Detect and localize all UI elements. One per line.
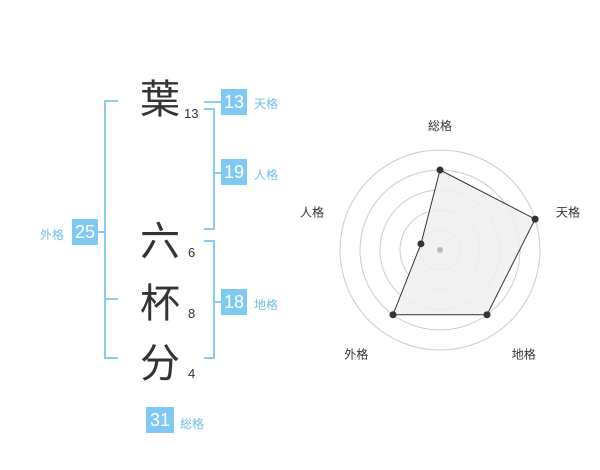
radar-point-3 bbox=[389, 311, 397, 319]
radar-point-4 bbox=[417, 240, 425, 248]
gaikaku-label: 外格 bbox=[40, 228, 65, 242]
jinkaku-bracket-bottom bbox=[204, 228, 215, 230]
radar-axis-label-1: 天格 bbox=[556, 204, 580, 219]
jinkaku-label: 人格 bbox=[254, 168, 279, 182]
radar-point-2 bbox=[483, 311, 491, 319]
gaikaku-value-badge: 25 bbox=[72, 219, 98, 245]
jinkaku-bracket-top bbox=[204, 108, 215, 110]
chikaku-connector bbox=[213, 301, 221, 303]
chikaku-value-badge: 18 bbox=[221, 289, 247, 315]
name-char-1: 葉 bbox=[140, 77, 180, 123]
radar-center-dot bbox=[437, 247, 443, 253]
radar-grid-ring-5 bbox=[339, 149, 541, 351]
tenkaku-value-badge: 13 bbox=[221, 89, 247, 115]
jinkaku-value-badge: 19 bbox=[221, 159, 247, 185]
chikaku-bracket-vertical bbox=[213, 240, 215, 359]
gaikaku-bracket-top bbox=[104, 100, 118, 102]
name-char-3-strokes: 8 bbox=[188, 306, 196, 321]
chikaku-bracket-bottom bbox=[204, 357, 215, 359]
soukaku-value-badge: 31 bbox=[146, 407, 174, 433]
chikaku-label: 地格 bbox=[254, 298, 279, 312]
radar-data-polygon bbox=[392, 169, 536, 316]
chikaku-bracket-top bbox=[204, 240, 215, 242]
gaikaku-connector bbox=[98, 231, 106, 233]
radar-point-1 bbox=[531, 215, 539, 223]
name-char-1-strokes: 13 bbox=[184, 106, 199, 121]
jinkaku-bracket-vertical bbox=[213, 108, 215, 230]
name-char-3: 杯 bbox=[140, 281, 180, 327]
radar-axis-label-4: 人格 bbox=[300, 204, 324, 219]
jinkaku-connector bbox=[213, 172, 221, 174]
soukaku-label: 総格 bbox=[180, 417, 205, 431]
gaikaku-bracket-vertical bbox=[104, 100, 106, 359]
name-char-2: 六 bbox=[140, 219, 180, 265]
name-char-4: 分 bbox=[140, 341, 180, 387]
tenkaku-label: 天格 bbox=[254, 97, 279, 111]
gaikaku-bracket-bottom bbox=[104, 357, 118, 359]
tenkaku-connector bbox=[204, 101, 221, 103]
radar-axis-label-0: 総格 bbox=[428, 118, 452, 133]
radar-axis-label-2: 地格 bbox=[512, 347, 536, 362]
name-char-2-strokes: 6 bbox=[188, 245, 196, 260]
radar-point-0 bbox=[436, 166, 444, 174]
name-char-4-strokes: 4 bbox=[188, 366, 196, 381]
radar-axis-label-3: 外格 bbox=[344, 347, 368, 362]
gaikaku-bracket-middle bbox=[104, 298, 118, 300]
